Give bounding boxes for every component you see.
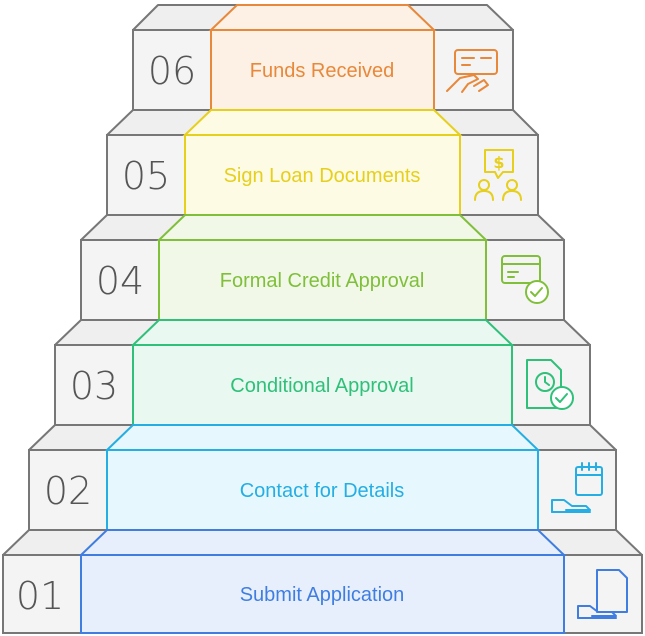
step-03-label: Conditional Approval	[230, 375, 413, 397]
check-hand-icon	[446, 49, 498, 93]
people-money-speech-icon: $	[474, 149, 522, 201]
step-04-number: 04	[96, 259, 144, 303]
step-03-number: 03	[70, 364, 118, 408]
step-06: 06 Funds Received	[132, 4, 514, 111]
svg-text:$: $	[493, 153, 504, 172]
step-03: 03 Conditional Approval	[54, 319, 591, 426]
step-04-label: Formal Credit Approval	[220, 270, 425, 292]
step-04: 04 Formal Credit Approval	[80, 214, 565, 321]
card-check-icon	[501, 255, 549, 304]
step-01-number: 01	[16, 574, 64, 618]
calendar-hand-icon	[551, 462, 603, 513]
document-hand-icon	[577, 569, 628, 619]
step-05: 05 Sign Loan Documents $	[106, 109, 539, 216]
step-02: 02 Contact for Details	[28, 424, 617, 531]
step-02-label: Contact for Details	[240, 480, 405, 502]
step-06-number: 06	[148, 49, 196, 93]
step-05-number: 05	[122, 154, 170, 198]
step-02-number: 02	[44, 469, 92, 513]
step-01-label: Submit Application	[240, 584, 405, 606]
clock-check-document-icon	[526, 359, 574, 410]
step-01: 01 Submit Application	[2, 529, 643, 634]
step-06-label: Funds Received	[250, 60, 395, 82]
step-05-label: Sign Loan Documents	[224, 165, 421, 187]
